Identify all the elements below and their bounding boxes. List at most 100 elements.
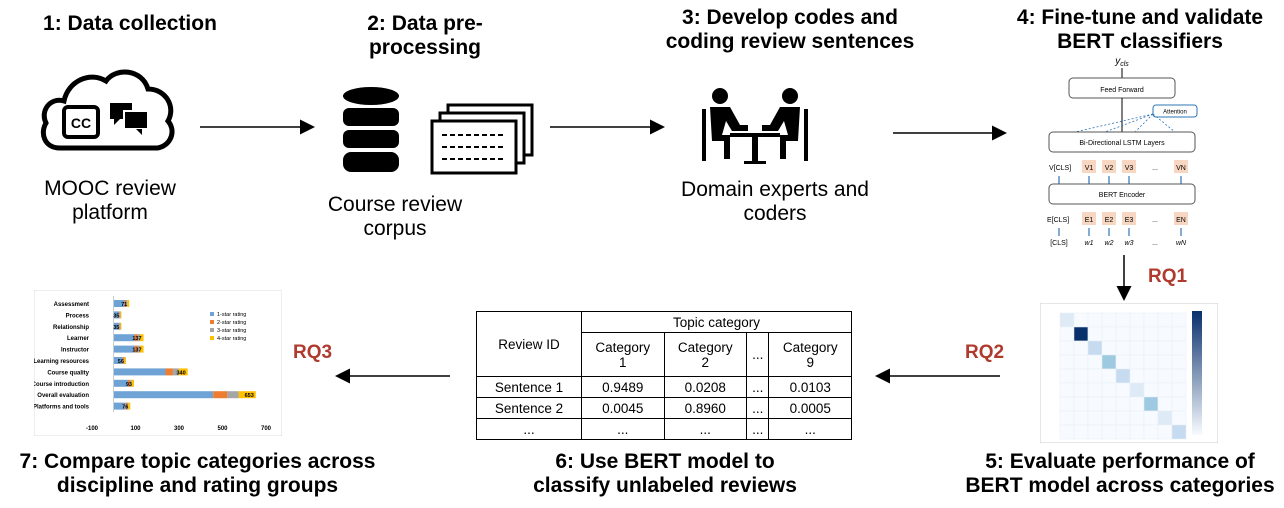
bar-segment xyxy=(123,357,125,364)
step4-title: 4: Fine-tune and validate BERT classifie… xyxy=(1005,6,1275,54)
matrix-cell xyxy=(1171,368,1187,384)
bar-value-label: 35 xyxy=(113,313,119,319)
x-tick-label: -100 xyxy=(86,426,99,432)
meeting-people-icon xyxy=(702,88,808,164)
bar-segment xyxy=(113,322,120,330)
matrix-cell xyxy=(1157,424,1173,440)
matrix-cell xyxy=(1073,354,1089,370)
matrix-cell xyxy=(1143,368,1159,384)
matrix-cell xyxy=(1059,410,1075,426)
bar-segment xyxy=(134,345,138,353)
rq3-label: RQ3 xyxy=(293,342,333,363)
legend-item: 2-star rating xyxy=(217,320,246,326)
matrix-cell xyxy=(1129,368,1145,384)
matrix-cell xyxy=(1157,326,1173,342)
svg-text:w1: w1 xyxy=(1085,240,1094,247)
lstm-box xyxy=(1048,131,1196,153)
category-label: Course quality xyxy=(47,370,89,376)
bar-segment xyxy=(113,334,135,342)
matrix-cell xyxy=(1171,382,1187,398)
matrix-cell xyxy=(1073,424,1089,440)
bar-segment xyxy=(126,300,128,307)
bar-segment xyxy=(213,391,228,399)
svg-text:V2: V2 xyxy=(1105,165,1114,172)
bar-segment xyxy=(113,391,214,399)
bar-segment xyxy=(124,300,127,307)
step2-caption-line2: corpus xyxy=(363,217,427,240)
topic-category-header: Topic category xyxy=(581,311,852,333)
bert-encoder-label: BERT Encoder xyxy=(1099,192,1146,199)
matrix-cell xyxy=(1129,312,1145,328)
legend-item: 4-star rating xyxy=(217,336,246,342)
bar-segment xyxy=(119,322,121,330)
legend-item: 1-star rating xyxy=(217,312,246,318)
matrix-cell xyxy=(1101,424,1117,440)
matrix-cell xyxy=(1143,424,1159,440)
bar-segment xyxy=(113,368,166,376)
svg-text:...: ... xyxy=(1152,165,1158,172)
x-tick-label: 300 xyxy=(174,426,185,432)
step5-title-line1: 5: Evaluate performance of xyxy=(985,450,1255,473)
bert-encoder-box xyxy=(1048,183,1196,205)
matrix-cell xyxy=(1101,396,1117,412)
legend-swatch xyxy=(210,320,214,324)
matrix-cell xyxy=(1115,368,1131,384)
bar-segment xyxy=(124,357,126,364)
database-icon xyxy=(343,87,399,172)
category-label: Platforms and tools xyxy=(34,405,90,411)
matrix-cell xyxy=(1101,368,1117,384)
matrix-cell xyxy=(1115,382,1131,398)
matrix-cell xyxy=(1171,354,1187,370)
matrix-cell xyxy=(1087,340,1103,356)
bar-value-label: 35 xyxy=(113,325,119,331)
svg-text:E3: E3 xyxy=(1125,217,1134,224)
svg-text:...: ... xyxy=(1152,240,1158,247)
bar-segment xyxy=(122,357,124,364)
step2-title: 2: Data pre- processing xyxy=(325,12,525,60)
matrix-cell xyxy=(1129,340,1145,356)
matrix-cell xyxy=(1143,382,1159,398)
cc-label: CC xyxy=(71,115,91,131)
legend-swatch xyxy=(210,336,214,340)
bar-value-label: 340 xyxy=(177,370,186,376)
step3-caption: Domain experts and coders xyxy=(665,178,885,226)
legend-item: 3-star rating xyxy=(217,328,246,334)
category-label: Course introduction xyxy=(34,382,89,388)
bert-architecture-diagram: ycls Feed Forward Attention Bi-Direction… xyxy=(1047,56,1198,247)
step6-title: 6: Use BERT model to classify unlabeled … xyxy=(500,450,830,498)
bar-segment xyxy=(137,334,140,342)
matrix-cell xyxy=(1129,396,1145,412)
bar-segment xyxy=(227,391,239,399)
svg-text:E2: E2 xyxy=(1105,217,1114,224)
step5-title: 5: Evaluate performance of BERT model ac… xyxy=(960,450,1280,498)
step3-title-line2: coding review sentences xyxy=(665,30,915,53)
bar-value-label: 137 xyxy=(132,348,141,354)
bar-segment xyxy=(172,368,179,376)
bar-segment xyxy=(128,402,131,410)
bar-segment xyxy=(119,311,121,319)
legend-swatch xyxy=(210,328,214,332)
step3-caption-line1: Domain experts and xyxy=(681,178,869,201)
step6-title-line1: 6: Use BERT model to xyxy=(555,450,775,473)
matrix-cell xyxy=(1143,340,1159,356)
bar-segment xyxy=(120,322,122,330)
matrix-cell xyxy=(1157,340,1173,356)
step5-title-line2: BERT model across categories xyxy=(965,474,1275,497)
bar-segment xyxy=(119,311,120,319)
bar-segment xyxy=(137,345,140,353)
matrix-cell xyxy=(1059,396,1075,412)
step2-caption-line1: Course review xyxy=(327,193,463,216)
bar-segment xyxy=(113,357,123,364)
bar-segment xyxy=(113,379,128,387)
cloud-chat-icon: CC xyxy=(40,69,175,151)
matrix-cell xyxy=(1171,326,1187,342)
x-tick-label: 500 xyxy=(217,426,228,432)
category-ellipsis-header: ... xyxy=(746,332,770,377)
category-label: Process xyxy=(66,313,90,319)
v-token-row: V1 V2 V3 ... VN xyxy=(1082,160,1188,173)
matrix-cell xyxy=(1087,410,1103,426)
step1-caption: MOOC review platform xyxy=(20,177,200,225)
svg-text:w2: w2 xyxy=(1105,240,1114,247)
category-label: Instructor xyxy=(61,348,90,354)
ycls-label: ycls xyxy=(1114,56,1129,68)
